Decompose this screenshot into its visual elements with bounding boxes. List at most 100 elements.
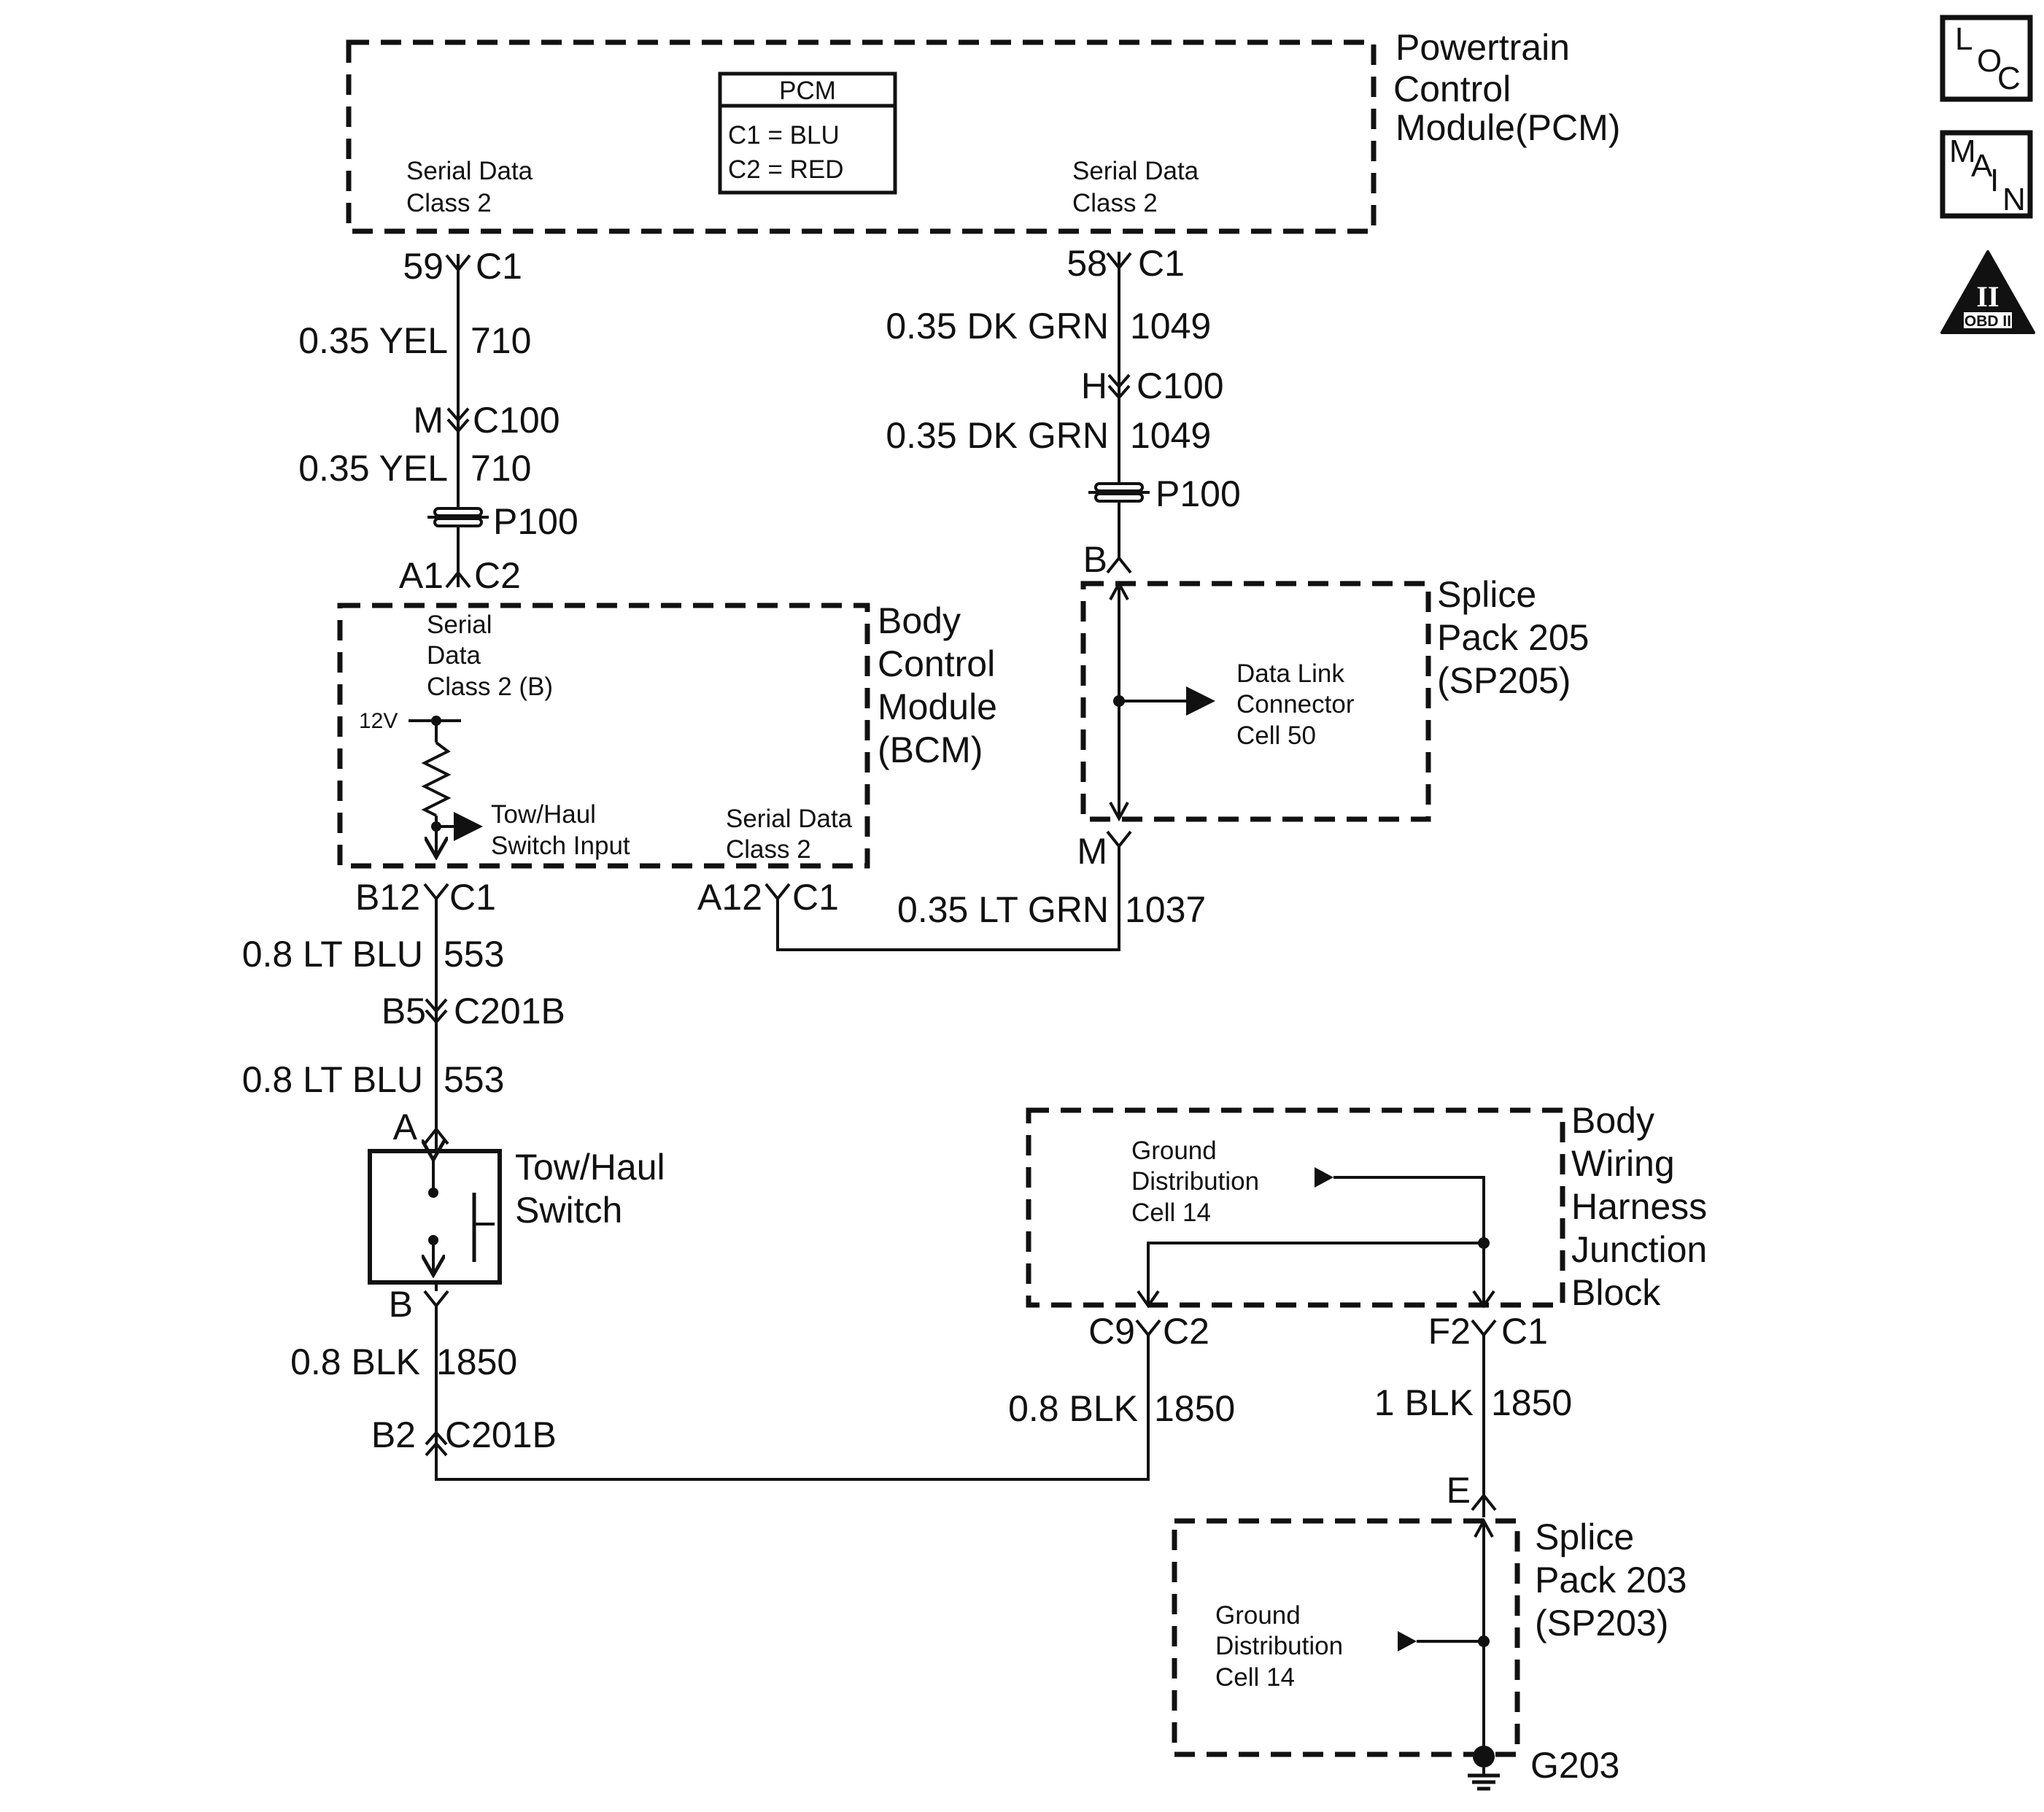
wire-1049-a-circuit: 1049	[1130, 306, 1211, 346]
jb-cell-2: Distribution	[1131, 1167, 1259, 1196]
p100-label-left: P100	[493, 501, 578, 542]
obd-ii-icon[interactable]: II OBD II	[1940, 250, 2035, 334]
switch-pin-b: B	[389, 1284, 413, 1325]
sp205-splice-pack: Data Link Connector Cell 50 Splice Pack …	[1080, 574, 1589, 822]
wire-1850-a-circuit: 1850	[436, 1341, 517, 1382]
p100-passthrough-left	[427, 507, 489, 527]
svg-text:C: C	[1997, 61, 2021, 96]
c201b-pin-b2: B2	[371, 1414, 416, 1455]
pin-b12: B12	[355, 877, 420, 918]
pcm-name-1: Powertrain	[1395, 27, 1570, 68]
main-icon[interactable]: M A I N	[1940, 130, 2033, 219]
bcm-name-2: Control	[878, 643, 995, 684]
sp205-dlc-2: Connector	[1236, 690, 1355, 719]
svg-text:O: O	[1977, 43, 2002, 79]
c100-label-left: C100	[473, 400, 560, 441]
wire-1850-b-circuit: 1850	[1154, 1388, 1235, 1429]
pin-c9: C9	[1088, 1311, 1135, 1352]
sp205-name-3: (SP205)	[1437, 660, 1571, 701]
bcm-12v: 12V	[359, 709, 398, 733]
sp205-boundary	[1080, 581, 1431, 822]
sp203-cell-2: Distribution	[1215, 1632, 1343, 1660]
sp203-boundary	[1172, 1518, 1520, 1757]
pin-a1: A1	[399, 555, 444, 596]
c100-pin-m: M	[413, 400, 444, 441]
terminal-sp205-b	[1106, 555, 1132, 574]
wire-553-a-color: 0.8 LT BLU	[242, 934, 423, 975]
p100-passthrough-right	[1088, 482, 1150, 503]
terminal-58-c1	[1106, 252, 1132, 271]
wire-1037-color: 0.35 LT GRN	[897, 889, 1109, 930]
pcm-name-3: Module(PCM)	[1395, 107, 1620, 148]
bcm-serial-2: Data	[427, 641, 481, 670]
conn-c9-c2: C2	[1163, 1311, 1209, 1352]
terminal-f2-c1	[1471, 1319, 1497, 1338]
terminal-59-c1	[445, 254, 471, 273]
wire-1850-a-color: 0.8 BLK	[290, 1341, 420, 1382]
bcm-name-3: Module	[878, 686, 997, 727]
bcm-module: Body Control Module (BCM) Serial Data Cl…	[337, 600, 997, 869]
bcm-serial-right-2: Class 2	[726, 835, 811, 864]
circuit-1049: 58 C1 0.35 DK GRN 1049 H C100 0.35 DK GR…	[886, 243, 1240, 580]
sp203-pin-e: E	[1447, 1470, 1471, 1511]
svg-text:N: N	[2002, 182, 2026, 217]
svg-text:II: II	[1976, 280, 1999, 313]
bcm-serial-3: Class 2 (B)	[427, 673, 553, 701]
pcm-left-serial-1: Serial Data	[406, 157, 533, 185]
circuit-553: 0.8 LT BLU 553 B5 C201B 0.8 LT BLU 553 A	[242, 899, 565, 1151]
jb-name-4: Junction	[1571, 1229, 1707, 1270]
sp203-cell-3: Cell 14	[1215, 1663, 1295, 1692]
circuit-1037: M 0.35 LT GRN 1037	[776, 830, 1206, 951]
tow-haul-switch: Tow/Haul Switch	[368, 1147, 665, 1285]
pcm-right-serial-2: Class 2	[1072, 189, 1158, 217]
wire-710-a-color: 0.35 YEL	[298, 320, 448, 361]
sp205-dlc-1: Data Link	[1236, 659, 1344, 688]
terminal-b12-c1	[423, 883, 449, 902]
c100-label-right: C100	[1137, 365, 1224, 406]
terminal-a12-c1	[764, 883, 791, 902]
pin-59: 59	[403, 246, 444, 287]
jb-right-arrow	[1472, 1290, 1495, 1309]
jb-name-5: Block	[1571, 1272, 1661, 1313]
conn-a12-c1: C1	[792, 877, 839, 918]
sp205-pin-m: M	[1077, 831, 1107, 872]
pcm-legend-c2: C2 = RED	[728, 155, 844, 184]
conn-b12-c1: C1	[449, 877, 496, 918]
switch-name-2: Switch	[515, 1190, 622, 1231]
junction-block-boundary	[1026, 1107, 1565, 1308]
wire-1049-b-circuit: 1049	[1130, 415, 1211, 456]
pcm-name-2: Control	[1393, 69, 1511, 109]
conn-59-c1: C1	[476, 246, 522, 287]
sp205-top-arrow	[1109, 580, 1129, 600]
pcm-left-serial-2: Class 2	[406, 189, 492, 217]
pin-58: 58	[1066, 243, 1107, 284]
wire-1850-b-color: 0.8 BLK	[1008, 1388, 1138, 1429]
bcm-tow-input-2: Switch Input	[491, 832, 630, 860]
sp205-pin-b: B	[1083, 539, 1107, 580]
c100-pin-h: H	[1081, 365, 1107, 406]
sp203-top-arrow	[1474, 1517, 1494, 1538]
sp205-dlc-3: Cell 50	[1236, 721, 1316, 750]
wire-1850-c-color: 1 BLK	[1374, 1382, 1474, 1423]
pcm-legend: PCM C1 = BLU C2 = RED	[718, 71, 897, 195]
svg-text:M: M	[1949, 133, 1976, 169]
jb-name-1: Body	[1571, 1100, 1654, 1141]
conn-f2-c1: C1	[1501, 1311, 1548, 1352]
svg-text:OBD II: OBD II	[1964, 313, 2011, 330]
c100-inline-m	[446, 407, 470, 434]
wire-553-b-circuit: 553	[444, 1059, 504, 1100]
terminal-sp205-m	[1106, 830, 1132, 849]
loc-icon[interactable]: L O C	[1940, 15, 2033, 102]
sp203-cell-1: Ground	[1215, 1601, 1301, 1630]
sp205-bottom-arrow	[1109, 802, 1129, 822]
pcm-legend-title: PCM	[779, 77, 836, 105]
switch-name-1: Tow/Haul	[515, 1147, 665, 1188]
wire-553-a-circuit: 553	[444, 934, 504, 975]
wire-710-a-circuit: 710	[471, 320, 531, 361]
wire-1049-b-color: 0.35 DK GRN	[886, 415, 1109, 456]
c201b-inline-b2	[425, 1430, 448, 1457]
sp203-name-3: (SP203)	[1535, 1603, 1668, 1643]
pcm-module: PCM C1 = BLU C2 = RED Powertrain Control…	[346, 27, 1620, 234]
bcm-name-4: (BCM)	[878, 729, 983, 770]
